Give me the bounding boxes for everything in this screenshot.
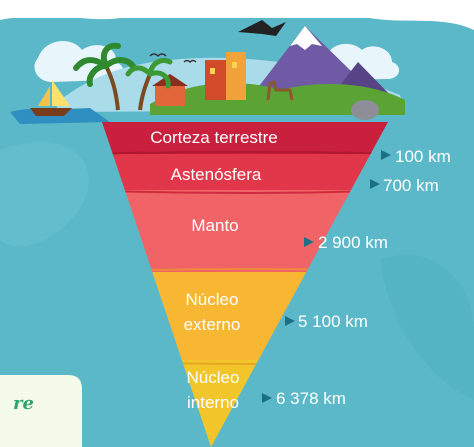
mountain-snow <box>290 26 322 50</box>
palm-leaves <box>73 42 137 87</box>
layer-label-nucleo-interno-1: Núcleo <box>187 368 240 387</box>
house-2 <box>226 52 246 100</box>
house-1 <box>205 60 227 100</box>
palm-trunk-2 <box>138 73 152 111</box>
surface-illustration <box>10 20 405 124</box>
corner-text-fragment: re <box>13 393 34 414</box>
depth-label-astenosfera: 700 km <box>383 176 439 195</box>
layer-boundary <box>102 151 388 155</box>
background-texture-2 <box>380 254 474 400</box>
depth-arrow-icon <box>304 237 314 247</box>
boat-hull <box>30 108 72 116</box>
corner-panel <box>0 375 82 447</box>
layer-label-nucleo-interno-2: interno <box>187 393 239 412</box>
depth-arrow-icon <box>285 316 295 326</box>
layer-corteza <box>102 122 388 154</box>
elephant-icon <box>351 100 379 120</box>
layer-label-corteza: Corteza terrestre <box>150 128 278 147</box>
boat-sail-2 <box>38 86 50 106</box>
boat-sail <box>52 80 70 106</box>
palm-trunk <box>104 65 120 111</box>
bird-icon <box>183 59 197 64</box>
layer-label-manto: Manto <box>191 216 238 235</box>
depth-label-corteza: 100 km <box>395 147 451 166</box>
depth-label-nucleo-interno: 6 378 km <box>276 389 346 408</box>
layer-label-nucleo-externo-2: externo <box>184 315 241 334</box>
condor-icon <box>238 20 286 36</box>
window <box>210 68 215 74</box>
depth-label-nucleo-externo: 5 100 km <box>298 312 368 331</box>
house-3 <box>155 86 185 106</box>
depth-arrow-icon <box>262 393 272 403</box>
depth-arrow-icon <box>381 150 391 160</box>
background-texture <box>0 141 89 247</box>
depth-label-manto: 2 900 km <box>318 233 388 252</box>
layer-astenosfera <box>102 154 388 190</box>
window <box>232 62 237 68</box>
top-white-strip <box>0 0 474 18</box>
depth-arrow-icon <box>370 179 380 189</box>
layer-label-astenosfera: Astenósfera <box>171 165 262 184</box>
layer-label-nucleo-externo-1: Núcleo <box>186 290 239 309</box>
bird-icon <box>149 53 167 58</box>
palm-leaves-2 <box>125 58 173 89</box>
llama-icon <box>266 79 294 101</box>
